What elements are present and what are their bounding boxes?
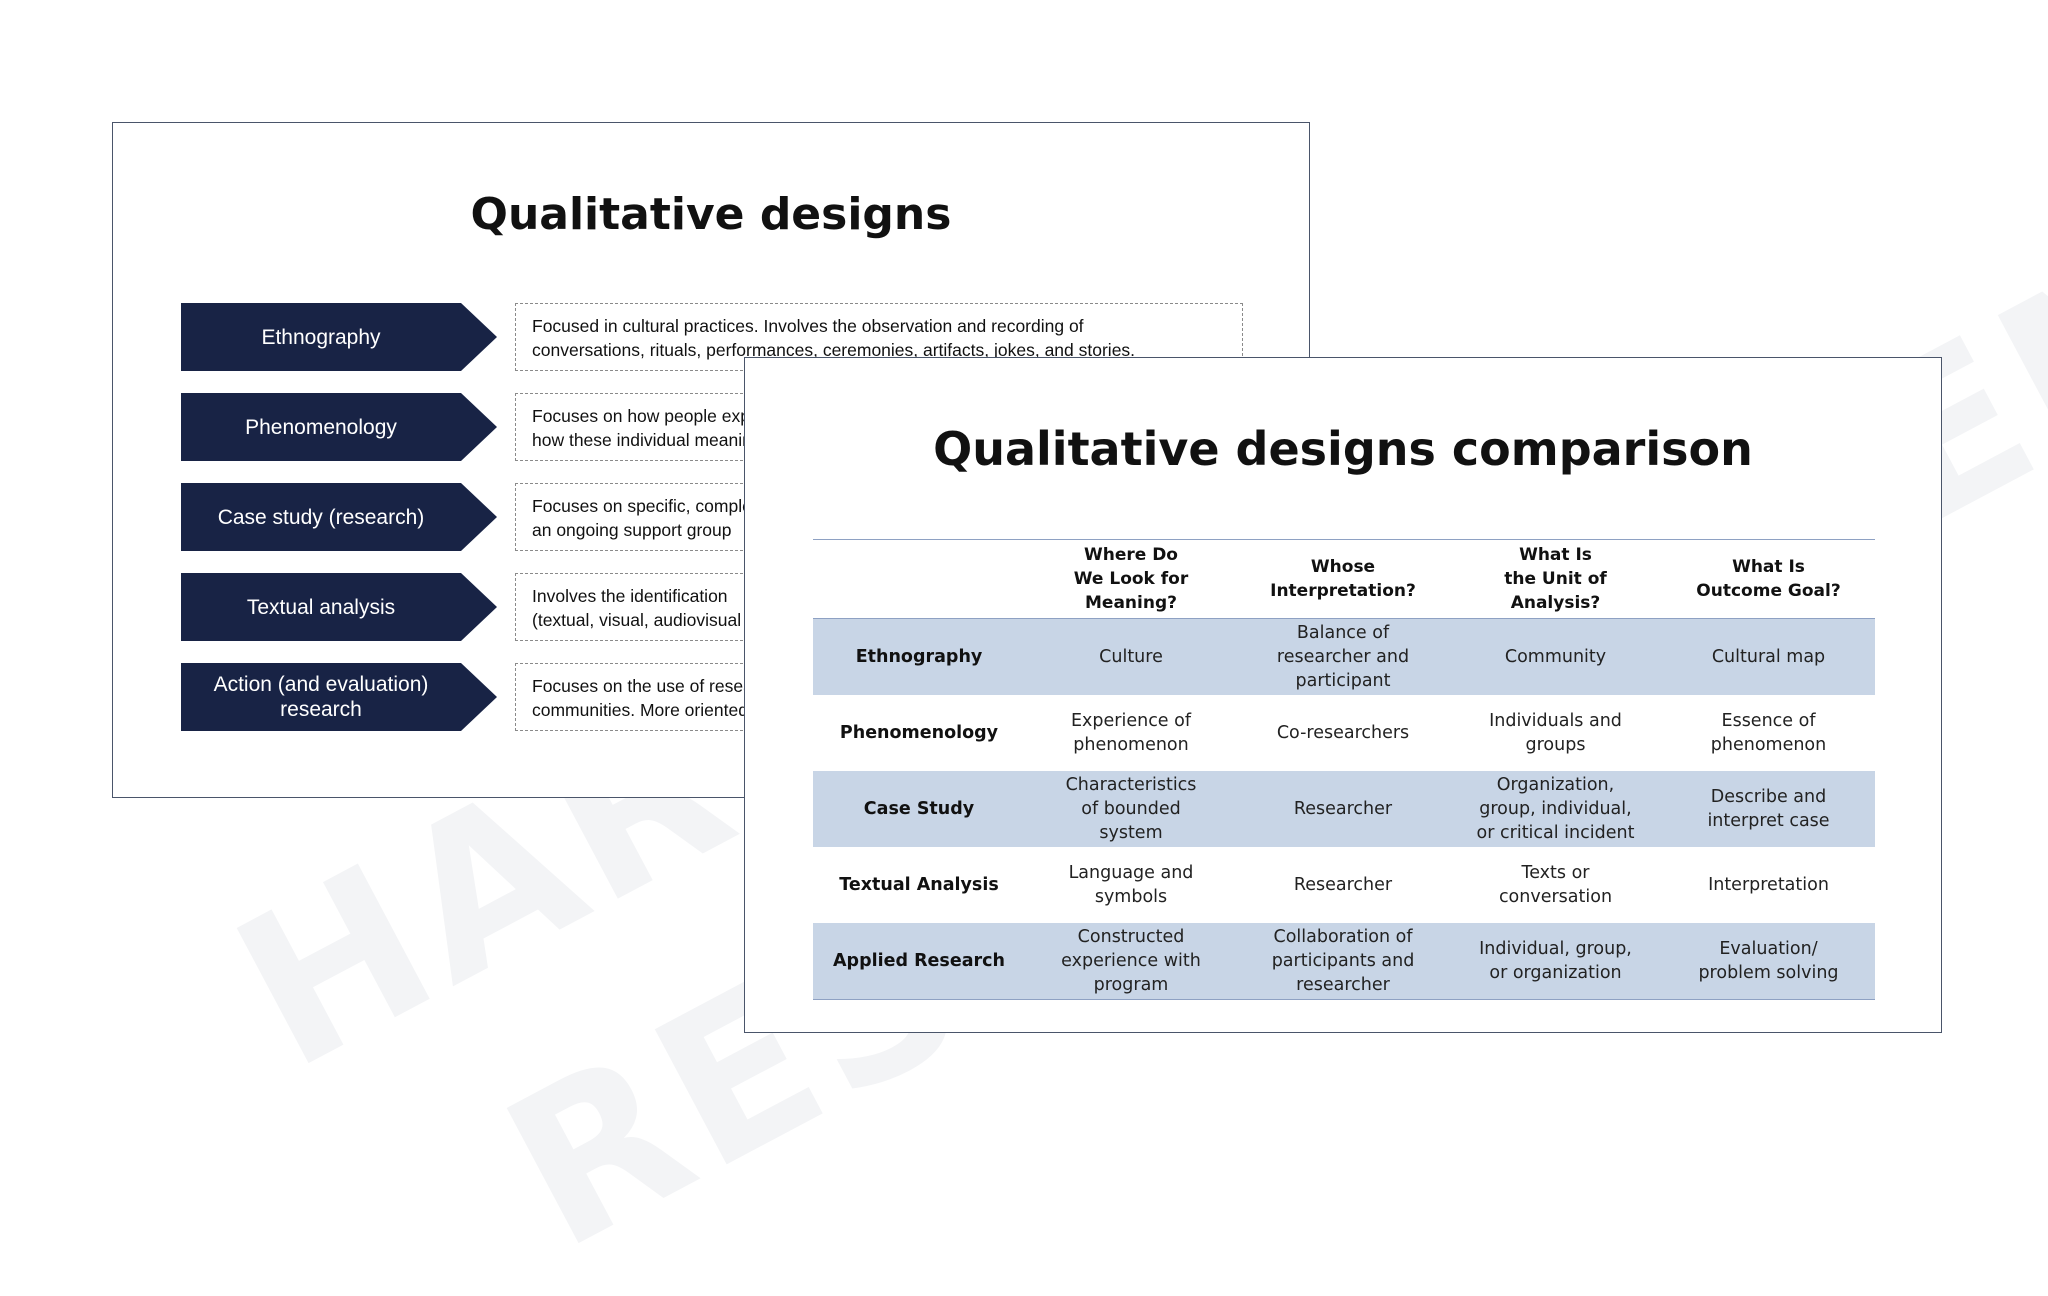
table-cell: Organization, group, individual, or crit… <box>1449 771 1662 847</box>
table-cell: Researcher <box>1237 771 1449 847</box>
table-row: Ethnography Culture Balance of researche… <box>813 618 1875 695</box>
table-cell: Culture <box>1025 618 1237 695</box>
design-label: Action (and evaluation) research <box>181 663 497 731</box>
description-line: Focuses on specific, complex <box>532 496 761 516</box>
description-line: conversations, rituals, performances, ce… <box>532 340 1136 360</box>
comparison-table: Where Do We Look for Meaning? Whose Inte… <box>813 539 1875 1000</box>
design-label: Phenomenology <box>181 393 497 461</box>
table-header-row: Where Do We Look for Meaning? Whose Inte… <box>813 539 1875 619</box>
column-header: What Is the Unit of Analysis? <box>1449 539 1662 619</box>
column-header: Whose Interpretation? <box>1237 539 1449 619</box>
design-label: Textual analysis <box>181 573 497 641</box>
table-cell: Describe and interpret case <box>1662 771 1875 847</box>
description-line: Focused in cultural practices. Involves … <box>532 316 1084 336</box>
description-line: Involves the identification <box>532 586 728 606</box>
table-cell: Essence of phenomenon <box>1710 711 1827 755</box>
design-label: Ethnography <box>181 303 497 371</box>
table-cell: Interpretation <box>1708 875 1829 895</box>
column-header: Where Do We Look for Meaning? <box>1025 539 1237 619</box>
table-cell: Experience of phenomenon <box>1070 711 1192 755</box>
table-cell: Individuals and groups <box>1489 711 1622 755</box>
table-cell: Constructed experience with program <box>1025 923 1237 1000</box>
description-line: (textual, visual, audiovisual <box>532 610 742 630</box>
slide-qualitative-designs-comparison: Qualitative designs comparison Where Do … <box>744 357 1942 1033</box>
description-line: an ongoing support group <box>532 520 732 540</box>
table-cell: Language and symbols <box>1068 863 1194 907</box>
table-row: Applied Research Constructed experience … <box>813 923 1875 1000</box>
table-cell: Community <box>1449 618 1662 695</box>
column-header <box>813 539 1025 619</box>
description-line: communities. More oriented <box>532 700 748 720</box>
table-cell: Balance of researcher and participant <box>1237 618 1449 695</box>
row-header: Phenomenology <box>839 723 999 743</box>
row-header: Ethnography <box>813 618 1025 695</box>
description-line: Focuses on the use of research <box>532 676 778 696</box>
column-header: What Is Outcome Goal? <box>1662 539 1875 619</box>
table-row: Phenomenology Experience of phenomenon C… <box>813 695 1875 771</box>
slide-title: Qualitative designs <box>470 189 952 240</box>
table-cell: Evaluation/ problem solving <box>1662 923 1875 1000</box>
row-header: Applied Research <box>813 923 1025 1000</box>
table-cell: Individual, group, or organization <box>1449 923 1662 1000</box>
design-row-ethnography: Ethnography Focused in cultural practice… <box>181 303 1251 371</box>
design-label: Case study (research) <box>181 483 497 551</box>
table-row: Case Study Characteristics of bounded sy… <box>813 771 1875 847</box>
table-cell: Texts or conversation <box>1498 863 1613 907</box>
table-row: Textual Analysis Language and symbols Re… <box>813 847 1875 923</box>
design-row-textual-analysis: Textual analysis Involves the identifica… <box>181 573 1251 641</box>
table-cell: Co-researchers <box>1276 723 1410 743</box>
row-header: Textual Analysis <box>839 875 999 895</box>
description-line: Focuses on how people experience <box>532 406 808 426</box>
table-cell: Characteristics of bounded system <box>1025 771 1237 847</box>
design-row-case-study: Case study (research) Focuses on specifi… <box>181 483 1251 551</box>
table-cell: Researcher <box>1293 875 1393 895</box>
table-cell: Cultural map <box>1662 618 1875 695</box>
description-line: how these individual meanings <box>532 430 771 450</box>
slide-title: Qualitative designs comparison <box>933 422 1753 476</box>
table-cell: Collaboration of participants and resear… <box>1237 923 1449 1000</box>
row-header: Case Study <box>813 771 1025 847</box>
